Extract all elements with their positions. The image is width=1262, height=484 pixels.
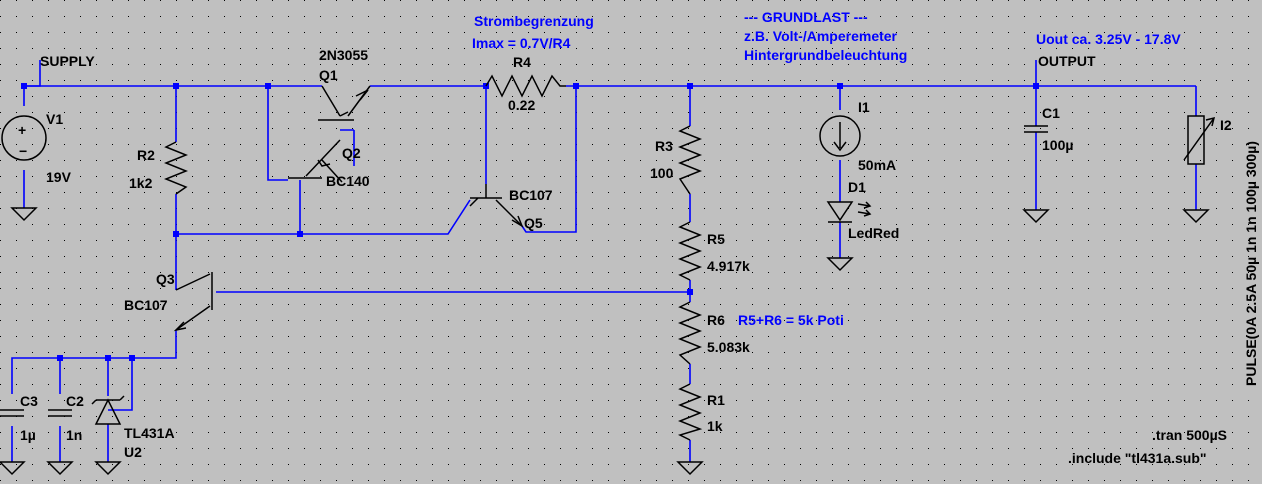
junctions — [21, 83, 1039, 361]
c2-name: C2 — [66, 393, 84, 409]
resistor-r6[interactable] — [677, 301, 703, 365]
r6-name: R6 — [707, 312, 725, 328]
q2-value: BC140 — [326, 173, 370, 189]
voltage-source-v1[interactable]: + − — [1, 115, 47, 161]
comment-uout-range: Uout ca. 3.25V - 17.8V — [1036, 31, 1181, 47]
r6-value: 5.083k — [707, 339, 750, 355]
q1-value: 2N3055 — [319, 47, 368, 63]
r4-name: R4 — [513, 54, 531, 70]
shunt-regulator-u2[interactable] — [91, 395, 125, 425]
q5-value: BC107 — [509, 187, 553, 203]
current-source-i1[interactable] — [819, 115, 861, 157]
comment-base-load-line3: Hintergrundbeleuchtung — [744, 47, 907, 63]
directive-include: .include "tl431a.sub" — [1068, 450, 1207, 466]
net-label-output: OUTPUT — [1038, 53, 1096, 69]
r1-value: 1k — [707, 418, 723, 434]
v1-name: V1 — [46, 111, 63, 127]
transistor-q5[interactable] — [469, 184, 524, 228]
q3-value: BC107 — [124, 297, 168, 313]
resistor-r4[interactable] — [485, 74, 566, 98]
c3-value: 1µ — [20, 427, 36, 443]
r5-name: R5 — [707, 231, 725, 247]
labels: SUPPLY OUTPUT V1 19V R2 1k2 2N3055 Q1 Q2… — [20, 9, 1259, 466]
q5-name: Q5 — [524, 215, 543, 231]
net-label-supply: SUPPLY — [40, 53, 95, 69]
current-source-i2[interactable] — [1183, 115, 1216, 165]
capacitor-c2[interactable] — [48, 409, 72, 417]
transistor-q3[interactable] — [173, 272, 213, 332]
transistor-q2[interactable] — [288, 139, 343, 183]
r2-value: 1k2 — [129, 175, 153, 191]
comment-base-load-title: --- GRUNDLAST --- — [744, 9, 868, 25]
i2-value: PULSE(0A 2.5A 50µ 1n 1n 100µ 300µ) — [1243, 141, 1259, 386]
resistor-r2[interactable] — [163, 141, 189, 195]
q2-name: Q2 — [342, 145, 361, 161]
capacitor-c1[interactable] — [1024, 125, 1048, 133]
led-d1[interactable] — [826, 201, 872, 223]
q3-name: Q3 — [156, 271, 175, 287]
d1-value: LedRed — [848, 225, 899, 241]
comment-current-limit-title: Strombegrenzung — [474, 13, 594, 29]
ground-symbols — [0, 207, 1210, 476]
u2-value: TL431A — [124, 425, 175, 441]
c2-value: 1n — [66, 427, 82, 443]
svg-text:+: + — [18, 122, 26, 138]
r2-name: R2 — [137, 147, 155, 163]
r4-value: 0.22 — [508, 97, 535, 113]
transistor-q1[interactable] — [318, 85, 371, 121]
c1-name: C1 — [1042, 105, 1060, 121]
i1-name: I1 — [858, 99, 870, 115]
comment-poti: R5+R6 = 5k Poti — [738, 312, 844, 328]
resistor-r3[interactable] — [677, 125, 703, 195]
r5-value: 4.917k — [707, 258, 750, 274]
d1-name: D1 — [848, 179, 866, 195]
u2-name: U2 — [124, 444, 142, 460]
v1-value: 19V — [46, 169, 72, 185]
r3-name: R3 — [655, 138, 673, 154]
c1-value: 100µ — [1042, 137, 1073, 153]
comment-current-limit-formula: Imax = 0.7V/R4 — [472, 35, 571, 51]
r3-value: 100 — [650, 165, 674, 181]
i2-name: I2 — [1220, 117, 1232, 133]
directive-tran: .tran 500µS — [1152, 427, 1227, 443]
comment-base-load-line2: z.B. Volt-/Amperemeter — [744, 28, 898, 44]
c3-name: C3 — [20, 393, 38, 409]
capacitor-c3[interactable] — [0, 409, 24, 417]
resistor-r5[interactable] — [677, 221, 703, 281]
resistor-r1[interactable] — [677, 383, 703, 441]
i1-value: 50mA — [858, 157, 896, 173]
q1-name: Q1 — [319, 67, 338, 83]
svg-text:−: − — [19, 143, 27, 159]
r1-name: R1 — [707, 392, 725, 408]
